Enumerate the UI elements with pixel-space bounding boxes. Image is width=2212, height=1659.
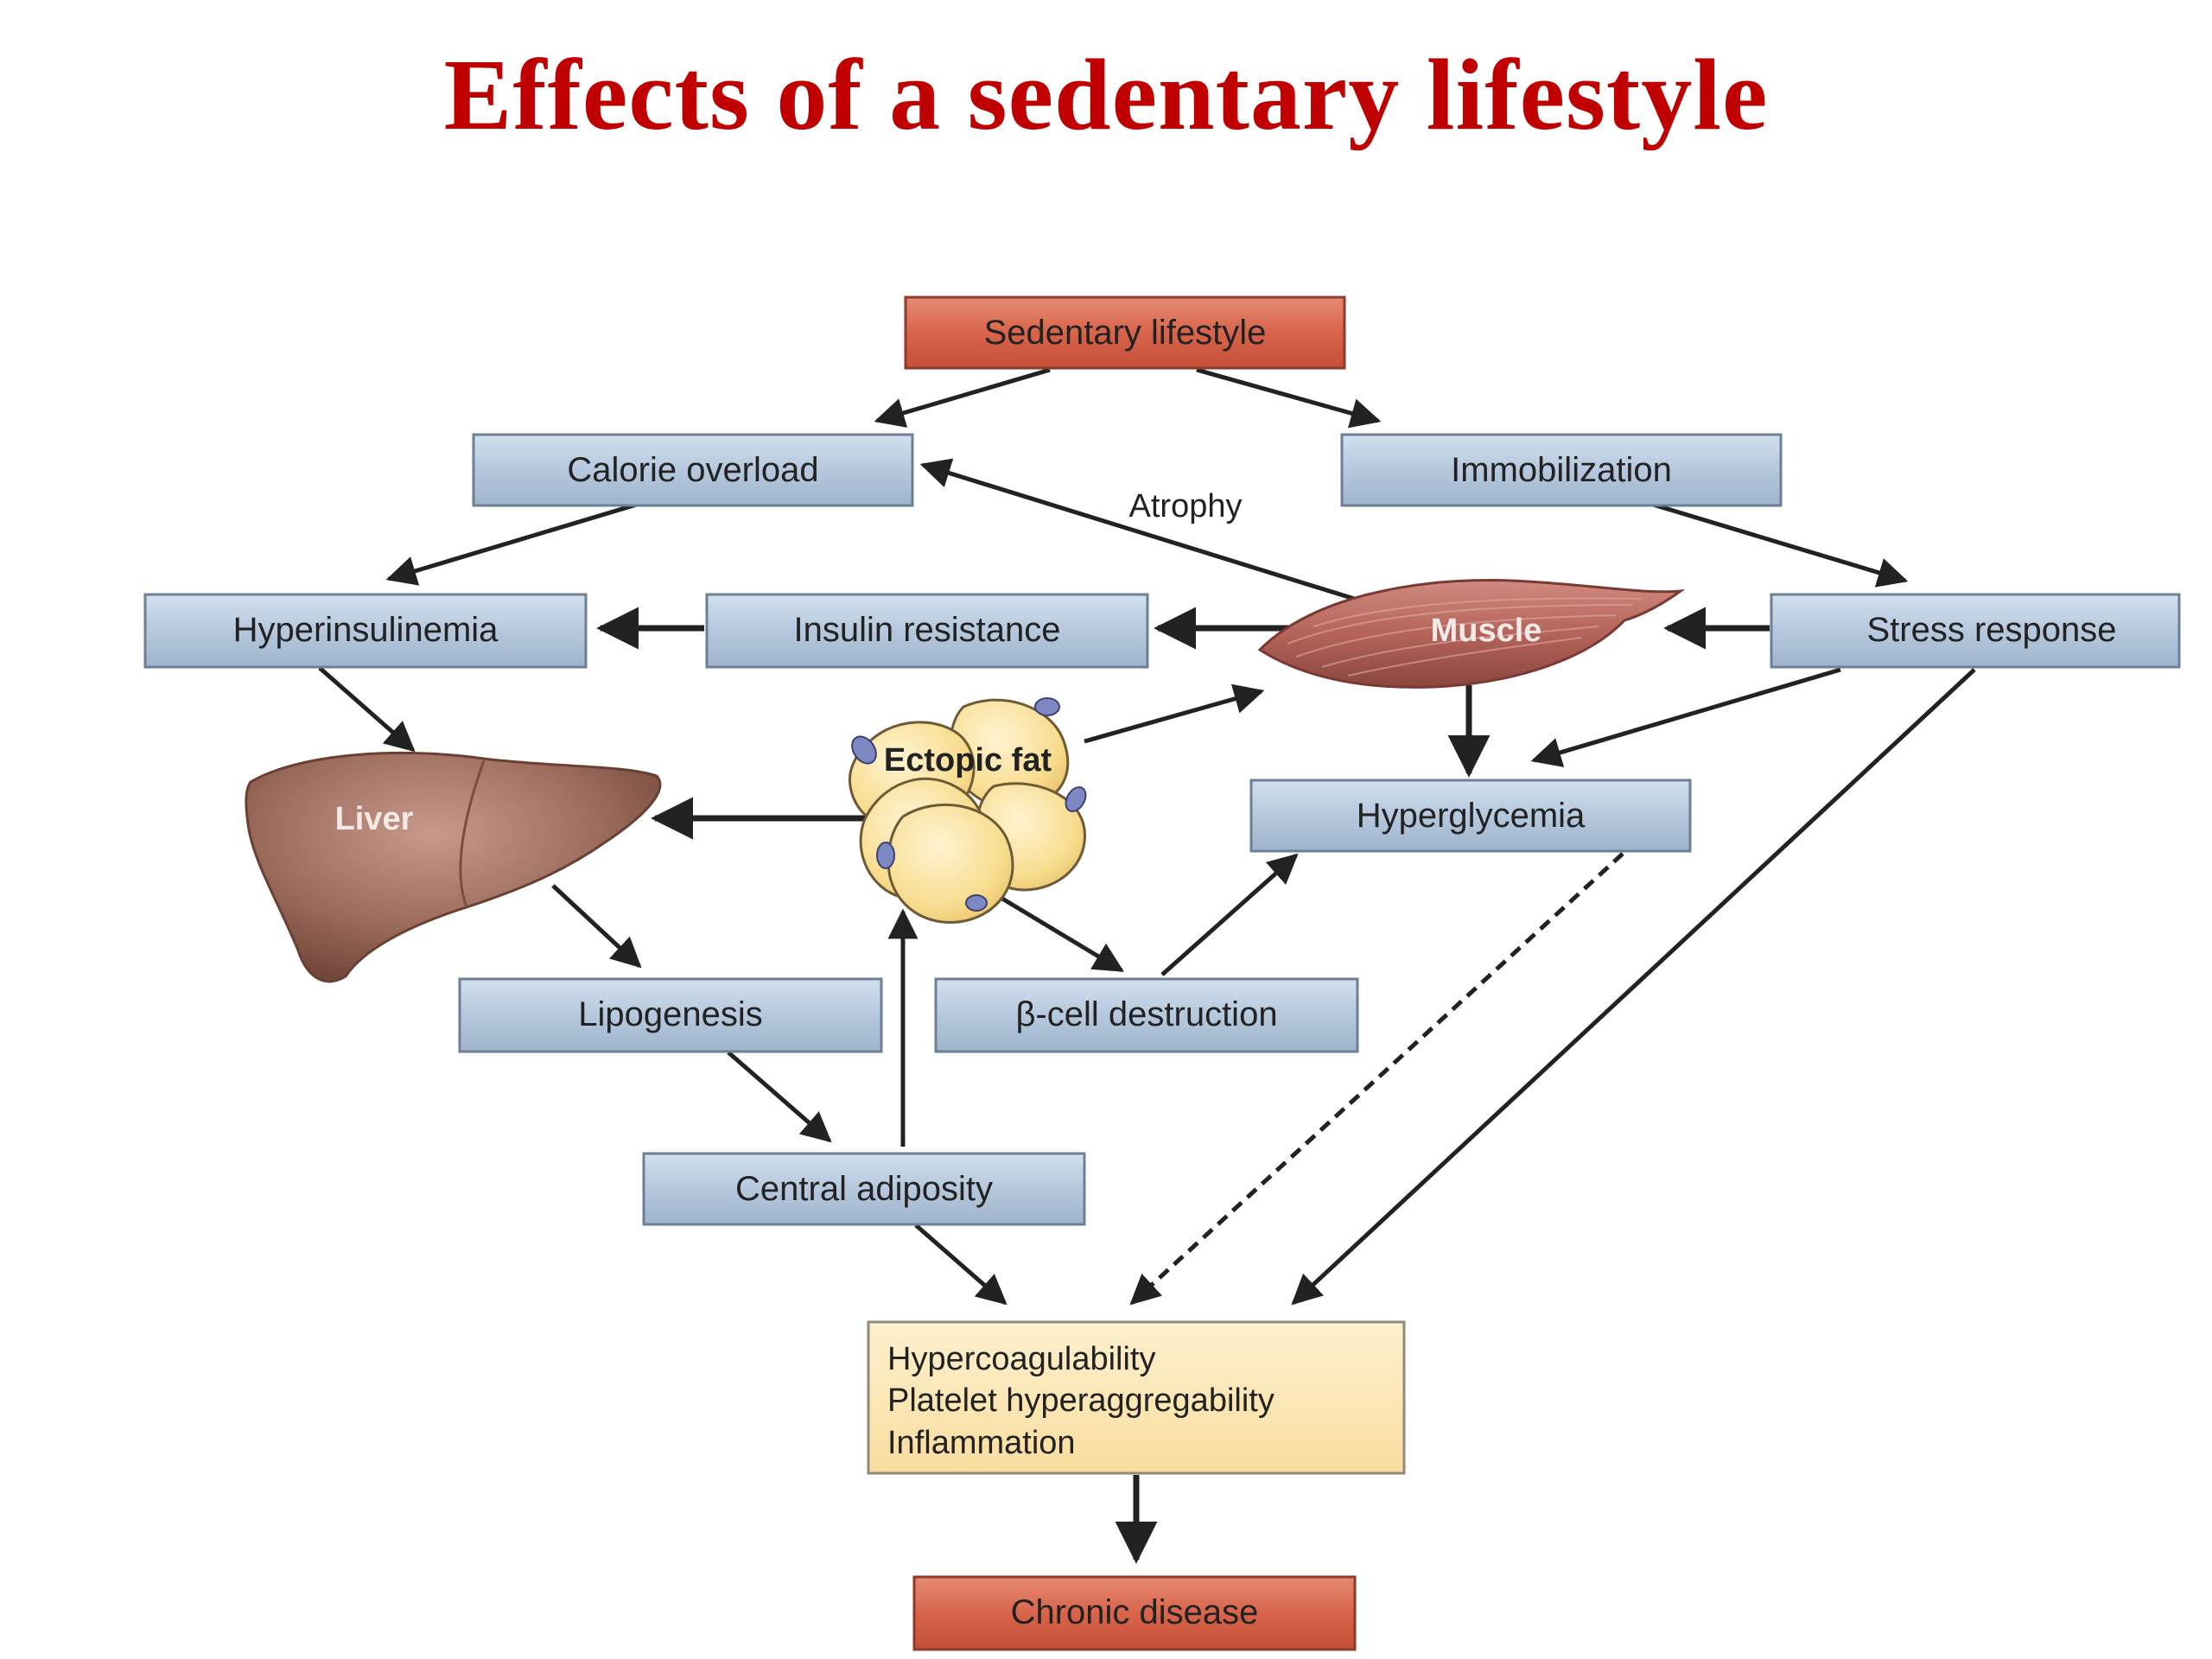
hyperinsulinemia-label: Hyperinsulinemia <box>233 611 499 649</box>
node-lipogenesis: Lipogenesis <box>458 977 883 1053</box>
outcome-item: Inflammation <box>887 1425 1076 1461</box>
arrow-stress-to-hyperglycemia <box>1530 667 1841 767</box>
node-ectopic-fat: Ectopic fat <box>849 697 1087 925</box>
arrow-muscle-atrophy-to-calorie <box>919 458 1375 607</box>
node-chronic-disease: Chronic disease <box>912 1575 1357 1651</box>
hyperglycemia-label: Hyperglycemia <box>1357 797 1586 835</box>
arrow-calorie-to-hyperinsulinemia <box>385 501 640 586</box>
liver-illustration <box>245 751 662 983</box>
arrow-immobilization-to-stress <box>1649 501 1909 588</box>
atrophy-label: Atrophy <box>1129 488 1243 524</box>
node-muscle: Muscle <box>1257 579 1686 689</box>
node-immobilization: Immobilization <box>1340 433 1783 507</box>
node-stress-response: Stress response <box>1770 593 2181 669</box>
arrow-hyperglycemia-to-outcomes-dashed <box>1129 852 1624 1306</box>
immobilization-label: Immobilization <box>1451 451 1672 489</box>
muscle-label: Muscle <box>1431 613 1542 649</box>
lipogenesis-label: Lipogenesis <box>578 995 763 1033</box>
node-insulin-resistance: Insulin resistance <box>705 593 1149 669</box>
arrow-ectopic-fat-to-muscle <box>1084 683 1265 744</box>
arrow-stress-to-outcomes <box>1291 668 1976 1306</box>
beta-cell-destruction-label: β-cell destruction <box>1015 995 1277 1033</box>
arrow-lipogenesis-to-central-adiposity <box>727 1051 832 1143</box>
outcome-item: Hypercoagulability <box>887 1341 1156 1377</box>
node-beta-cell-destruction: β-cell destruction <box>934 977 1359 1053</box>
arrow-sedentary-to-calorie <box>874 367 1051 428</box>
arrow-beta-cell-to-hyperglycemia <box>1160 853 1299 976</box>
chronic-disease-label: Chronic disease <box>1011 1593 1259 1631</box>
arrow-sedentary-to-immobilization <box>1196 367 1382 429</box>
liver-label: Liver <box>335 801 414 837</box>
node-calorie-overload: Calorie overload <box>472 433 914 507</box>
arrow-liver-to-lipogenesis <box>551 884 642 969</box>
node-sedentary-lifestyle: Sedentary lifestyle <box>904 296 1346 370</box>
muscle-illustration <box>1257 579 1686 689</box>
node-liver: Liver <box>245 751 662 983</box>
sedentary-label: Sedentary lifestyle <box>984 314 1267 352</box>
arrow-hyperinsulinemia-to-liver <box>318 666 416 753</box>
central-adiposity-label: Central adiposity <box>735 1170 993 1208</box>
stress-response-label: Stress response <box>1866 611 2116 649</box>
outcome-item: Platelet hyperaggregability <box>887 1382 1274 1419</box>
calorie-overload-label: Calorie overload <box>567 451 818 489</box>
slide-title: Effects of a sedentary lifestyle <box>443 38 1769 151</box>
node-hyperinsulinemia: Hyperinsulinemia <box>143 593 588 669</box>
arrow-ectopic-fat-to-beta-cell <box>1001 896 1124 973</box>
node-outcomes: Hypercoagulability Platelet hyperaggrega… <box>867 1320 1406 1475</box>
node-hyperglycemia: Hyperglycemia <box>1249 779 1692 853</box>
arrows <box>318 367 1976 1564</box>
node-central-adiposity: Central adiposity <box>642 1152 1086 1226</box>
arrow-central-adiposity-to-outcomes <box>914 1224 1007 1306</box>
ectopic-fat-label: Ectopic fat <box>884 742 1052 779</box>
insulin-resistance-label: Insulin resistance <box>793 611 1060 649</box>
